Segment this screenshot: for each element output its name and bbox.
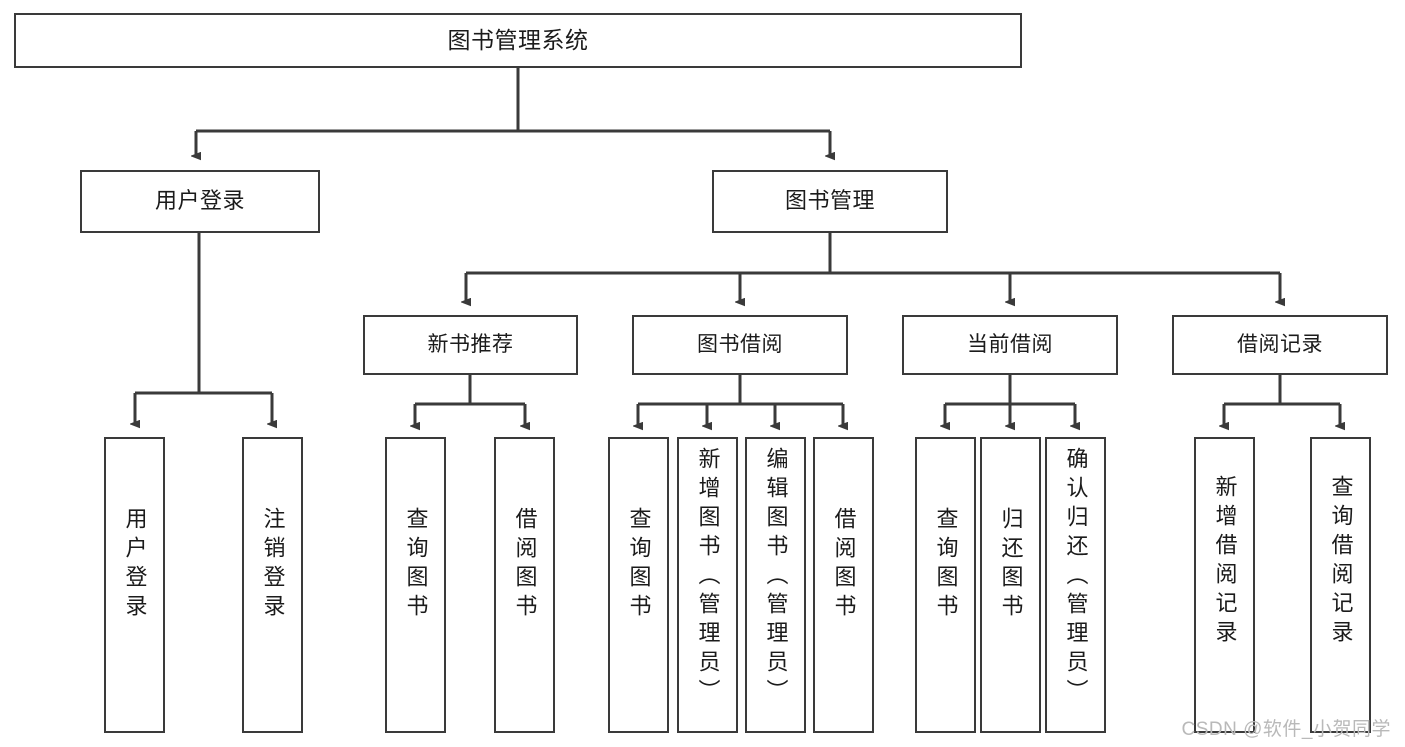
node-book-borrow[interactable]: 图书借阅 xyxy=(632,315,848,375)
node-borrow-record[interactable]: 借阅记录 xyxy=(1172,315,1388,375)
node-label: 确认归还（管理员） xyxy=(1063,447,1089,708)
node-label: 用户登录 xyxy=(154,188,245,214)
leaf-edit-book-admin[interactable]: 编辑图书（管理员） xyxy=(745,437,806,733)
node-label: 新书推荐 xyxy=(427,333,514,357)
node-label: 用户登录 xyxy=(122,507,148,623)
node-label: 借阅图书 xyxy=(831,507,857,623)
node-label: 查询图书 xyxy=(933,507,959,623)
node-label: 查询图书 xyxy=(403,507,429,623)
node-label: 新增借阅记录 xyxy=(1212,475,1238,649)
leaf-logout[interactable]: 注销登录 xyxy=(242,437,303,733)
leaf-confirm-return-admin[interactable]: 确认归还（管理员） xyxy=(1045,437,1106,733)
node-label: 编辑图书（管理员） xyxy=(763,447,789,708)
node-label: 注销登录 xyxy=(260,507,286,623)
leaf-query-book-borrow[interactable]: 查询图书 xyxy=(608,437,669,733)
node-root-system[interactable]: 图书管理系统 xyxy=(14,13,1022,68)
leaf-query-book-recommend[interactable]: 查询图书 xyxy=(385,437,446,733)
node-label: 查询图书 xyxy=(626,507,652,623)
leaf-borrow-book-recommend[interactable]: 借阅图书 xyxy=(494,437,555,733)
node-label: 归还图书 xyxy=(998,507,1024,623)
node-label: 图书借阅 xyxy=(697,333,783,357)
leaf-add-book-admin[interactable]: 新增图书（管理员） xyxy=(677,437,738,733)
leaf-return-book[interactable]: 归还图书 xyxy=(980,437,1041,733)
watermark: CSDN @软件_小贺同学 xyxy=(1181,719,1391,740)
node-label: 图书管理 xyxy=(784,188,875,214)
leaf-borrow-book[interactable]: 借阅图书 xyxy=(813,437,874,733)
node-label: 借阅图书 xyxy=(512,507,538,623)
node-label: 借阅记录 xyxy=(1237,333,1323,357)
leaf-user-login[interactable]: 用户登录 xyxy=(104,437,165,733)
leaf-query-borrow-record[interactable]: 查询借阅记录 xyxy=(1310,437,1371,733)
leaf-add-borrow-record[interactable]: 新增借阅记录 xyxy=(1194,437,1255,733)
node-label: 图书管理系统 xyxy=(447,26,589,53)
node-label: 查询借阅记录 xyxy=(1328,475,1354,649)
node-label: 当前借阅 xyxy=(967,333,1053,357)
leaf-query-book-current[interactable]: 查询图书 xyxy=(915,437,976,733)
node-label: 新增图书（管理员） xyxy=(695,447,721,708)
node-new-book-recommend[interactable]: 新书推荐 xyxy=(363,315,578,375)
node-current-borrow[interactable]: 当前借阅 xyxy=(902,315,1118,375)
node-book-management[interactable]: 图书管理 xyxy=(712,170,948,233)
node-user-login[interactable]: 用户登录 xyxy=(80,170,320,233)
